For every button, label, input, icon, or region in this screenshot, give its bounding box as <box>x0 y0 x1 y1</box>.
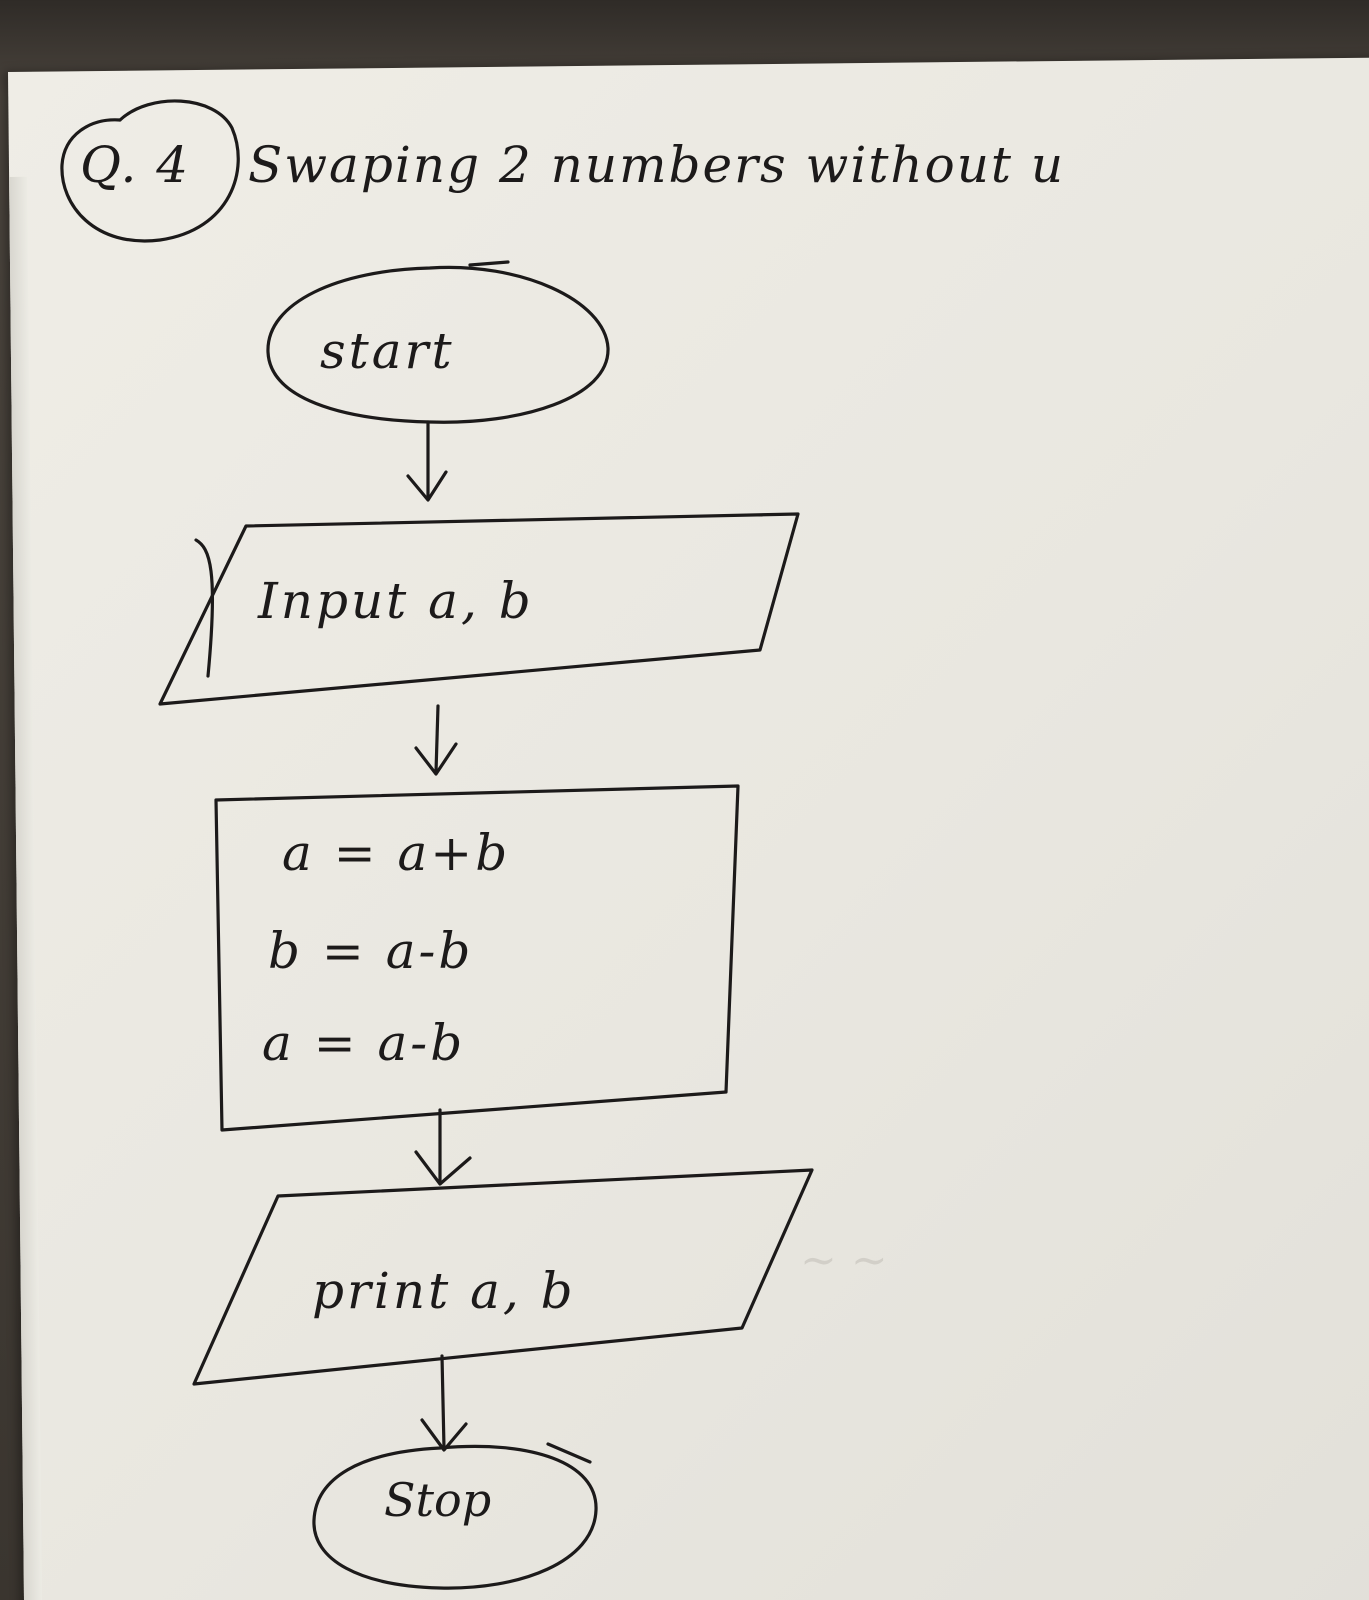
input-label: Input a, b <box>257 572 534 630</box>
question-title: Swaping 2 numbers without u <box>248 136 1065 194</box>
input-start-mark <box>194 538 215 678</box>
input-node: Input a, b <box>158 512 800 706</box>
start-terminal: start <box>266 260 610 424</box>
stop-label: Stop <box>384 1473 491 1527</box>
stop-terminal: Stop <box>312 1442 598 1590</box>
arrow-head <box>420 1418 468 1452</box>
input-parallelogram <box>158 512 800 706</box>
process-line-1: a = a+b <box>282 824 510 882</box>
arrow-output-to-stop <box>420 1354 468 1452</box>
process-rectangle <box>214 784 740 1132</box>
process-line-2: b = a-b <box>268 922 473 980</box>
stop-oval-tail <box>546 1442 592 1464</box>
stop-oval <box>312 1444 598 1590</box>
question-heading: Q. 4 Swaping 2 numbers without u <box>60 99 1065 243</box>
output-label: print a, b <box>312 1262 576 1320</box>
question-number: Q. 4 <box>80 136 190 194</box>
arrow-head <box>414 742 458 776</box>
question-number-circle <box>60 99 240 243</box>
arrow-head <box>406 470 448 502</box>
process-line-3: a = a-b <box>262 1014 465 1072</box>
arrow-shaft <box>434 704 440 774</box>
start-oval <box>266 265 610 424</box>
arrow-shaft <box>440 1354 446 1450</box>
arrow-input-to-process <box>414 704 458 776</box>
arrow-process-to-output <box>414 1108 472 1186</box>
output-node: print a, b <box>192 1168 814 1386</box>
arrow-head <box>414 1150 472 1186</box>
process-node: a = a+b b = a-b a = a-b <box>214 784 740 1132</box>
arrow-start-to-input <box>406 420 448 502</box>
bleed-through-marks: ~ ~ <box>800 1235 888 1286</box>
start-oval-tail <box>468 260 510 267</box>
output-parallelogram <box>192 1168 814 1386</box>
start-label: start <box>320 322 455 380</box>
